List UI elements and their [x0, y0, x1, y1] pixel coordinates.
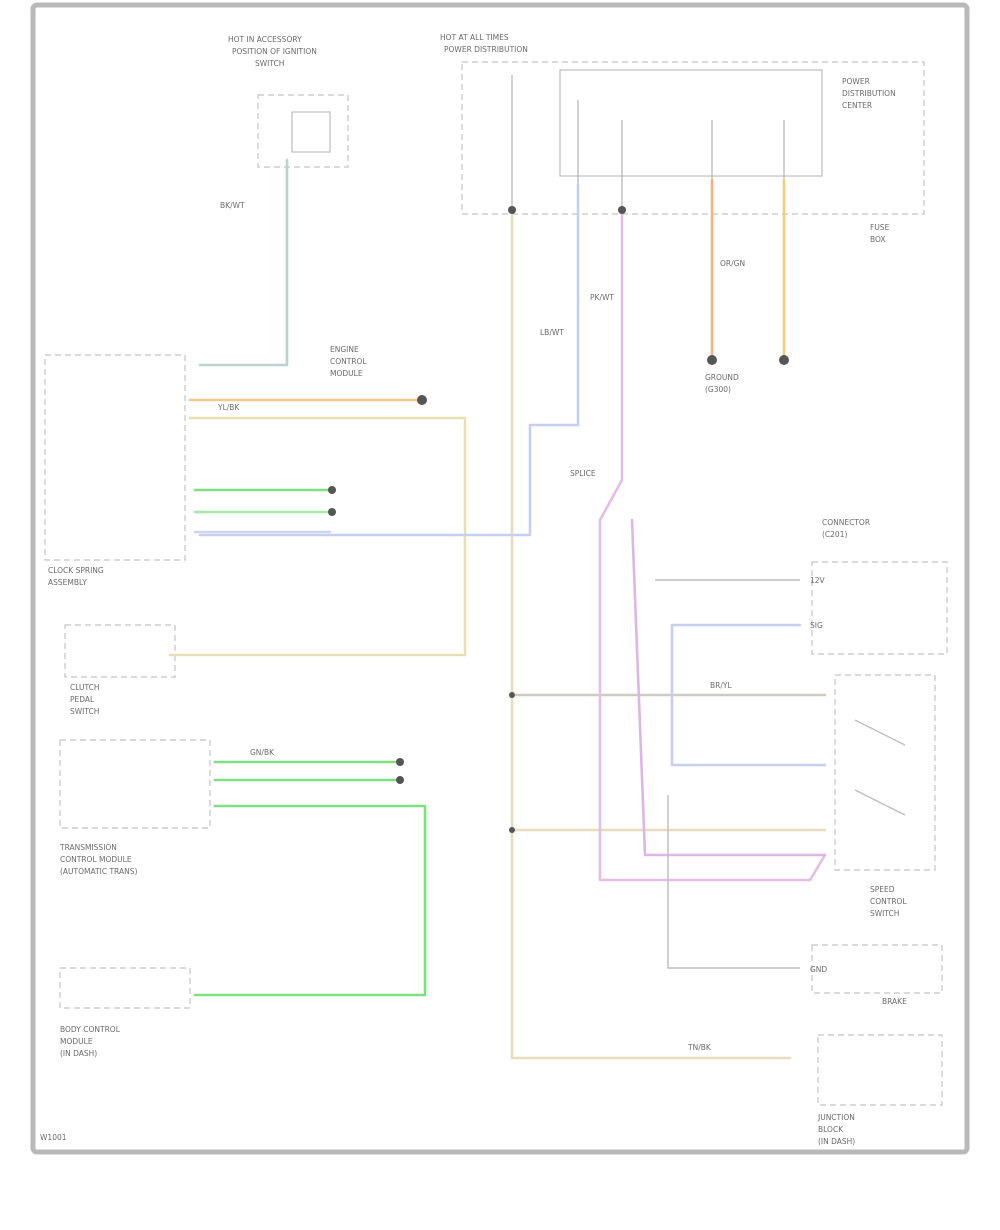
label-clutch-b: PEDAL — [70, 695, 95, 704]
wire-purple — [598, 213, 827, 882]
label-wire-f: PK/WT — [590, 293, 614, 302]
wire-green-tcm3 — [193, 804, 427, 997]
label-wire-c: OR/GN — [720, 259, 745, 268]
label-jb-c: (IN DASH) — [818, 1137, 855, 1146]
label-right-conn-a: CONNECTOR — [822, 518, 870, 527]
wire-tan-loop — [168, 416, 467, 657]
label-wire-h: TN/BK — [687, 1043, 712, 1052]
label-pin-a: 12V — [810, 576, 826, 585]
diagram-frame — [30, 2, 970, 1155]
pdc-inner-box — [559, 69, 823, 177]
brake-switch-box — [811, 944, 943, 994]
label-pdc-b: DISTRIBUTION — [842, 89, 896, 98]
power-distribution-box — [461, 61, 925, 215]
label-ground-b: (G300) — [705, 385, 731, 394]
label-top-mid-b: POWER DISTRIBUTION — [444, 45, 528, 54]
label-right-conn-b: (C201) — [822, 530, 847, 539]
ignition-switch-box — [257, 94, 349, 168]
label-wire-g: BR/YL — [710, 681, 732, 690]
label-pin-c: GND — [810, 965, 827, 974]
speed-control-switch-box — [834, 674, 936, 871]
label-top-left-c: SWITCH — [255, 59, 284, 68]
connector-box-right — [811, 561, 948, 655]
label-ecu-a: ENGINE — [330, 345, 359, 354]
label-ecu-b: CONTROL — [330, 357, 367, 366]
label-jb-b: BLOCK — [818, 1125, 844, 1134]
label-bcm-b: MODULE — [60, 1037, 93, 1046]
junction-block-box — [817, 1034, 943, 1106]
label-clutch-c: SWITCH — [70, 707, 99, 716]
label-tcm-b: CONTROL MODULE — [60, 855, 132, 864]
tcm-box — [59, 739, 211, 829]
wire-grey-brake — [667, 795, 800, 969]
label-clock-spring-b: ASSEMBLY — [48, 578, 87, 587]
label-tcm-c: (AUTOMATIC TRANS) — [60, 867, 137, 876]
label-wire-e: LB/WT — [540, 328, 564, 337]
label-ecu-c: MODULE — [330, 369, 363, 378]
wire-purple2 — [630, 518, 827, 857]
ignition-fuse-box — [291, 111, 331, 153]
label-pdc-a: POWER — [842, 77, 870, 86]
label-sw-b: CONTROL — [870, 897, 907, 906]
label-brake-a: BRAKE — [882, 997, 907, 1006]
connection-dots — [328, 206, 789, 833]
label-tcm-a: TRANSMISSION — [59, 843, 117, 852]
fuse-stubs — [511, 75, 785, 215]
switch-contact-1 — [854, 719, 906, 746]
label-wire-a: BK/WT — [220, 201, 245, 210]
label-jb-a: JUNCTION — [817, 1113, 855, 1122]
wire-blue-loop — [670, 623, 827, 767]
clutch-switch-box — [64, 624, 176, 678]
wire-blue-pdc — [198, 183, 580, 537]
wire-beige-main — [510, 213, 792, 1060]
label-ground-a: GROUND — [705, 373, 739, 382]
label-splice: SPLICE — [570, 469, 596, 478]
label-wire-d: GN/BK — [250, 748, 275, 757]
label-clock-spring-a: CLOCK SPRING — [48, 566, 104, 575]
label-top-left-a: HOT IN ACCESSORY — [228, 35, 302, 44]
label-fuse-box-b: BOX — [870, 235, 886, 244]
label-sw-c: SWITCH — [870, 909, 899, 918]
label-clutch-a: CLUTCH — [70, 683, 100, 692]
switch-contact-2 — [854, 789, 906, 816]
label-pdc-c: CENTER — [842, 101, 872, 110]
label-fuse-box-a: FUSE — [870, 223, 890, 232]
clock-spring-box — [44, 354, 186, 561]
label-top-left-b: POSITION OF IGNITION — [232, 47, 317, 56]
wire-ign-feed — [198, 158, 289, 367]
label-wire-b: YL/BK — [217, 403, 240, 412]
label-bcm-a: BODY CONTROL — [60, 1025, 121, 1034]
figure-number: W1001 — [40, 1133, 67, 1142]
label-bcm-c: (IN DASH) — [60, 1049, 97, 1058]
label-pin-b: SIG — [810, 621, 823, 630]
label-top-mid-a: HOT AT ALL TIMES — [440, 33, 509, 42]
bcm-box — [59, 967, 191, 1009]
label-sw-a: SPEED — [870, 885, 895, 894]
